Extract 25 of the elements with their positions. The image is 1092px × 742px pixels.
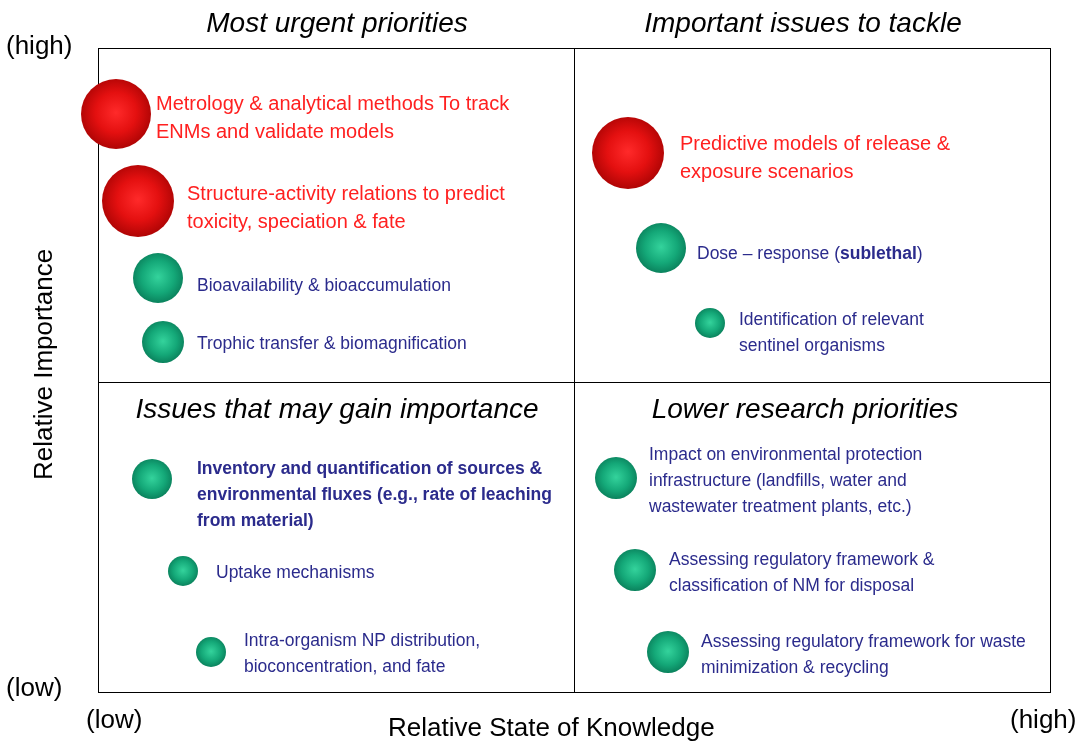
axis-title: Relative State of Knowledge xyxy=(388,712,715,742)
quadrant-heading: Issues that may gain importance xyxy=(135,393,539,425)
bubble-label: Trophic transfer & biomagnification xyxy=(197,332,468,355)
quadrant-heading: Important issues to tackle xyxy=(644,7,962,39)
bubble-label: Intra-organism NP distribution, bioconcentration, and fate xyxy=(244,629,482,678)
quadrant-heading: Lower research priorities xyxy=(651,393,959,425)
bubble-label: Structure-activity relations to predict toxicity, speciation & fate xyxy=(187,181,506,234)
quadrant-panel xyxy=(574,382,1051,693)
bubble-label: Metrology & analytical methods To track ENMs and validate models xyxy=(156,91,511,144)
bubble-label: Uptake mechanisms xyxy=(216,561,376,584)
axis-end-label: (high) xyxy=(1010,704,1077,735)
quadrant-panel xyxy=(98,382,575,693)
bubble-label: Dose – response (sublethal) xyxy=(697,242,924,265)
bubble-label: Identification of relevant sentinel organisms xyxy=(739,308,925,357)
axis-end-label: (low) xyxy=(86,704,143,735)
bubble-label: Assessing regulatory framework & classification of NM for disposal xyxy=(669,548,936,597)
bubble-label: Inventory and quantification of sources & environmental fluxes (e.g., rate of leaching from material) xyxy=(197,457,553,532)
quadrant-heading: Most urgent priorities xyxy=(206,7,468,39)
axis-end-label: (high) xyxy=(6,30,73,61)
axis-end-label: (low) xyxy=(6,672,63,703)
bubble-label: Bioavailability & bioaccumulation xyxy=(197,274,452,297)
bubble-label: Assessing regulatory framework for waste minimization & recycling xyxy=(701,630,1027,679)
axis-title: Relative Importance xyxy=(28,248,59,480)
bubble-label: Impact on environmental protection infrastructure (landfills, water and wastewater treatment plants, etc.) xyxy=(649,443,924,518)
bubble-label: Predictive models of release & exposure scenarios xyxy=(680,131,952,184)
